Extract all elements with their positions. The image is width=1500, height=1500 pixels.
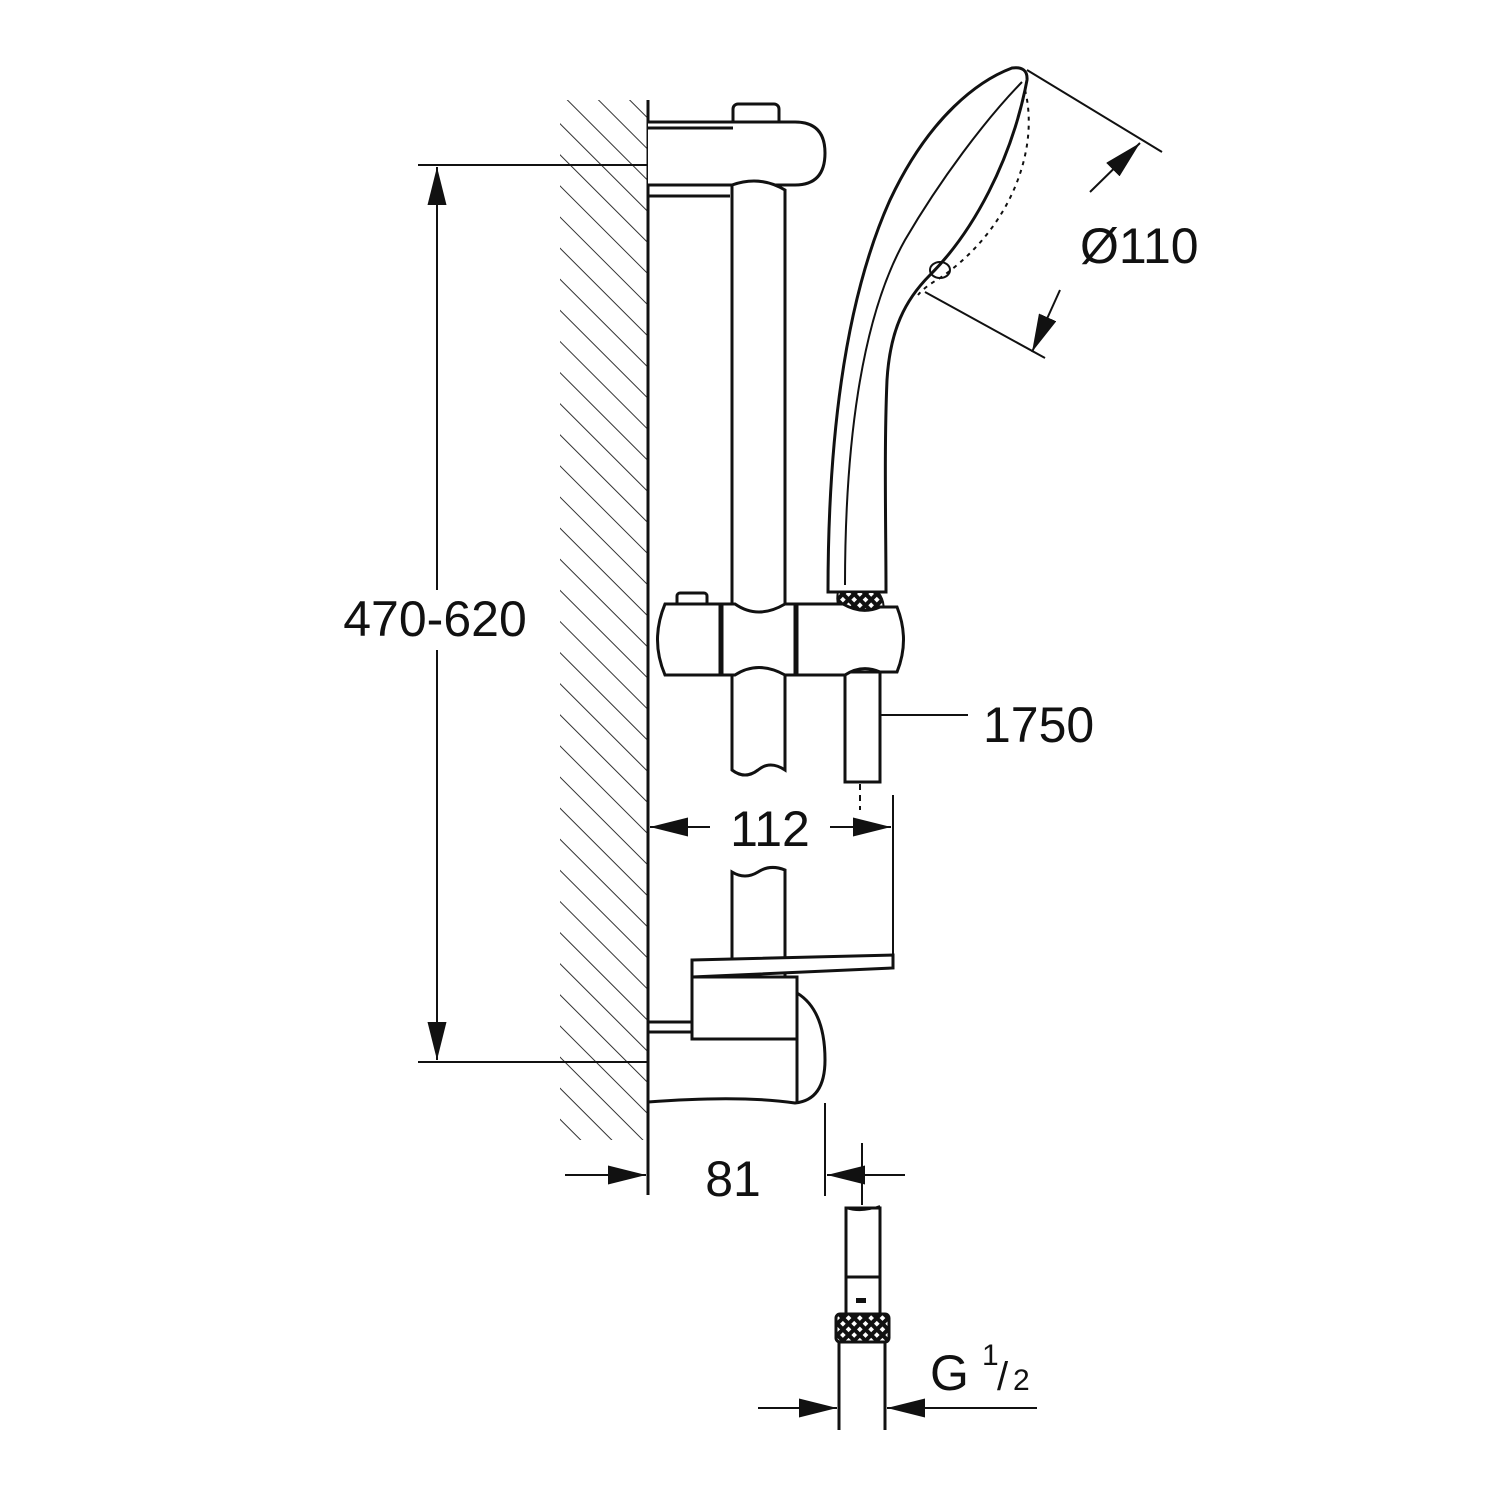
slider-projection-label: 112 — [730, 801, 810, 857]
rail-upper — [730, 179, 787, 777]
dimension-height — [325, 164, 648, 1063]
thread-numerator: 1 — [982, 1339, 999, 1372]
head-diameter-label: Ø110 — [1080, 218, 1199, 274]
dimension-slider-projection — [650, 795, 894, 968]
top-wall-bracket — [648, 102, 827, 198]
thread-g-label: G — [930, 1345, 969, 1401]
hose-connector — [834, 1205, 891, 1430]
thread-slash: / — [997, 1355, 1009, 1399]
dimension-head-diameter — [924, 69, 1163, 359]
hand-shower — [826, 66, 1030, 621]
soap-dish — [690, 953, 895, 1041]
bottom-wall-bracket — [647, 991, 827, 1105]
hose-segment — [843, 670, 882, 810]
rail-slider — [656, 591, 905, 677]
height-range-label: 470-620 — [343, 591, 527, 647]
wall-hatch — [560, 100, 650, 1195]
hose-length-label: 1750 — [983, 697, 1094, 753]
thread-denominator: 2 — [1013, 1364, 1030, 1397]
bracket-projection-label: 81 — [705, 1151, 761, 1207]
dimension-bracket-projection — [565, 1103, 905, 1205]
